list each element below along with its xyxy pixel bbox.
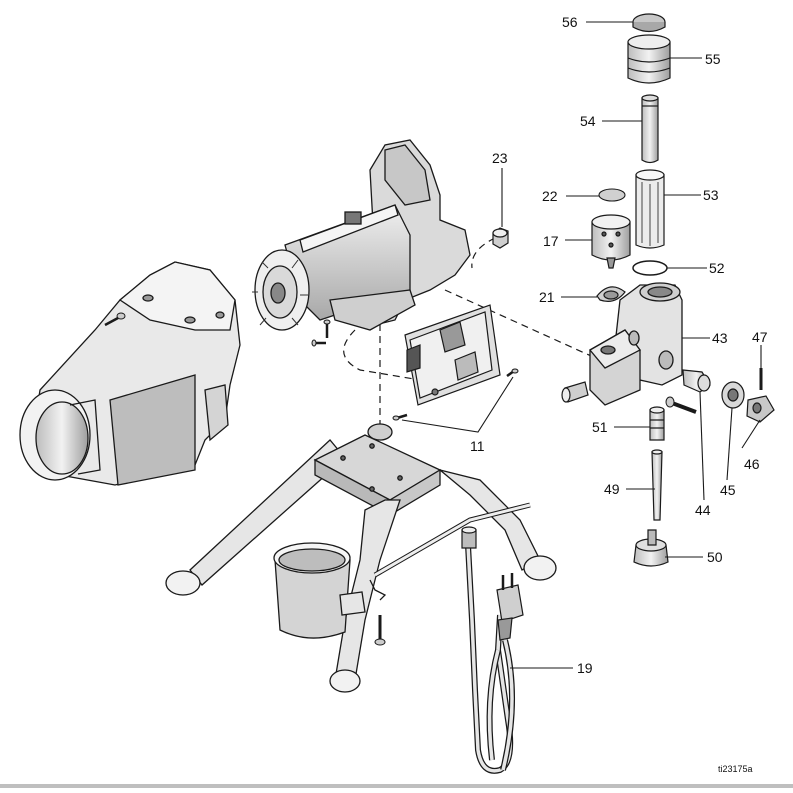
callout-17: 17: [543, 233, 559, 249]
callout-22: 22: [542, 188, 558, 204]
callout-47: 47: [752, 329, 768, 345]
callout-leaders: [501, 21, 762, 669]
paint-cup: [273, 542, 366, 639]
part-46-cap: [746, 395, 775, 423]
part-19-power-cord: [465, 544, 515, 774]
motor-assembly: [252, 139, 471, 331]
cord-plug: [496, 573, 524, 641]
part-56-cap: [632, 13, 666, 33]
housing-bolt: [665, 396, 697, 414]
part-22-washer: [598, 188, 626, 202]
callout-56: 56: [562, 14, 578, 30]
callout-44: 44: [695, 502, 711, 518]
board-screws: [392, 368, 519, 421]
assembly-guide-lines: [343, 237, 601, 470]
part-55-packing-nut: [627, 34, 671, 84]
motor-shroud: [19, 261, 241, 486]
callout-52: 52: [709, 260, 725, 276]
part-43-pump-housing: [589, 282, 683, 406]
shroud-screw: [104, 312, 126, 327]
callout-45: 45: [720, 482, 736, 498]
bottom-rule: [0, 784, 793, 788]
part-54-piston-rod: [641, 94, 659, 164]
callout-19: 19: [577, 660, 593, 676]
housing-fitting-left: [561, 381, 589, 403]
callout-21: 21: [539, 289, 555, 305]
part-23-nut: [492, 227, 509, 249]
callout-53: 53: [703, 187, 719, 203]
frame-bolt: [374, 615, 386, 646]
callout-49: 49: [604, 481, 620, 497]
callout-54: 54: [580, 113, 596, 129]
part-21-clip: [596, 286, 626, 302]
callout-55: 55: [705, 51, 721, 67]
figure-reference-code: ti23175a: [718, 764, 753, 774]
callout-23: 23: [492, 150, 508, 166]
callout-43: 43: [712, 330, 728, 346]
part-53-sleeve: [635, 169, 665, 249]
part-17-filter: [591, 214, 631, 269]
part-50-strainer: [633, 529, 669, 567]
part-11-control-board: [404, 304, 501, 406]
part-45-seat: [721, 381, 745, 409]
motor-screws: [311, 319, 331, 347]
callout-46: 46: [744, 456, 760, 472]
callout-11-leader: [401, 376, 514, 433]
part-52-o-ring: [632, 260, 668, 276]
part-44-valve: [682, 369, 711, 393]
part-51-fitting: [649, 406, 665, 441]
callout-11: 11: [470, 438, 485, 454]
cord-strain-relief: [461, 526, 477, 549]
callout-51: 51: [592, 419, 608, 435]
callout-50: 50: [707, 549, 723, 565]
part-49-tube: [651, 449, 663, 521]
cart-frame: [165, 423, 557, 693]
